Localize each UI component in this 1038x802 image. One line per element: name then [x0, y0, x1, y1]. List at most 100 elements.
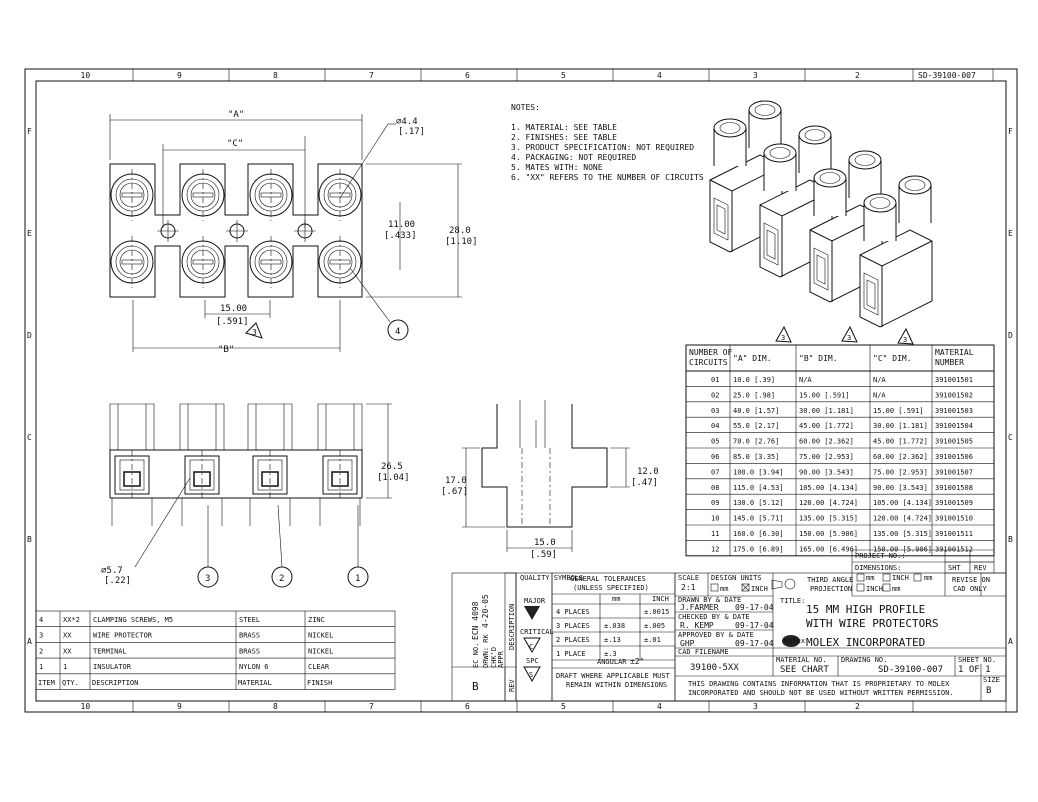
circuits-table-cell: 25.0 [.98] — [733, 391, 775, 399]
iso-protector-bore — [869, 197, 891, 209]
circuits-table-cell: 70.0 [2.76] — [733, 438, 779, 446]
third-angle-symbol — [784, 578, 796, 590]
circuits-table-cell: 11 — [711, 530, 719, 538]
bom-cell: STEEL — [239, 616, 260, 624]
bom-border — [35, 610, 396, 690]
third-angle-label: THIRD ANGLE — [807, 576, 853, 584]
dim-a-label: "A" — [228, 110, 244, 120]
tol-col-mm: mm — [612, 595, 620, 603]
circuits-table-cell: 105.00 [4.134] — [799, 484, 858, 492]
svg-text:INCH: INCH — [892, 574, 909, 582]
circuits-table-cell: 05 — [711, 438, 719, 446]
bom-cell: XX — [63, 647, 72, 655]
bottom-zone-label: 8 — [273, 702, 278, 711]
dim-17-in-label: [.67] — [441, 487, 468, 497]
bottom-zone-label: 6 — [465, 702, 470, 711]
iso-flag-3-label: 3 — [903, 336, 907, 344]
wire-protector-profile — [179, 403, 225, 450]
screw-hole-outer — [318, 240, 362, 284]
circuits-table-cell: 02 — [711, 391, 719, 399]
bom-cell: 1 — [63, 663, 67, 671]
item-balloon-label: 1 — [355, 574, 360, 584]
bottom-zone-label: 3 — [753, 702, 758, 711]
screw-hole-outer — [181, 240, 225, 284]
bom-cell: NICKEL — [308, 632, 333, 640]
unit-mm-checkbox — [710, 583, 719, 592]
bom-header: ITEM — [38, 679, 55, 687]
side-zone-right: B — [1008, 535, 1013, 544]
draft-note-1: DRAFT WHERE APPLICABLE MUST — [556, 672, 671, 680]
circuits-table-cell: 165.00 [6.496] — [799, 545, 858, 553]
circuits-table-cell: 391001509 — [935, 499, 973, 507]
circuits-table-cell: 115.0 [4.53] — [733, 484, 784, 492]
dim-15-side-in-label: [.59] — [530, 550, 557, 560]
dim-c-label: "C" — [227, 139, 243, 149]
side-zone-right: E — [1008, 229, 1013, 238]
rev-chkd: CHK'D — [490, 647, 498, 668]
bom-header: FINISH — [307, 679, 332, 687]
top-zone-label: 6 — [465, 71, 470, 80]
iso-protector-top — [763, 143, 797, 163]
bom-cell: INSULATOR — [93, 663, 132, 671]
iso-flag-3-label: 3 — [847, 334, 851, 342]
hole-dia-in-label: [.17] — [398, 127, 425, 137]
top-zone-label: 5 — [561, 71, 566, 80]
bom-cell: BRASS — [239, 632, 260, 640]
circuits-table-cell: 12 — [711, 545, 719, 553]
bom-cell: 4 — [39, 616, 43, 624]
size-label: SIZE — [983, 676, 1000, 684]
circuits-table-cell: N/A — [873, 391, 886, 399]
filename-label: CAD FILENAME — [678, 648, 729, 656]
circuits-table-cell: 391001502 — [935, 391, 973, 399]
side-zone-left: C — [27, 433, 32, 442]
screw-hole-outer — [110, 240, 154, 284]
side-zone-left: B — [27, 535, 32, 544]
tol-places: 4 PLACES — [556, 608, 590, 616]
spc-label: SPC — [526, 657, 539, 665]
bom-cell: CLAMPING SCREWS, M5 — [93, 616, 173, 624]
iso-protector-top — [748, 100, 782, 120]
circuits-table-cell: 10 — [711, 515, 719, 523]
item-balloon-label: 3 — [205, 574, 210, 584]
iso-protector-bore — [804, 129, 826, 141]
side-zone-right: D — [1008, 331, 1013, 340]
bom-cell: NYLON 6 — [239, 663, 269, 671]
iso-wire-entry — [713, 197, 729, 241]
material-label: MATERIAL NO. — [776, 656, 827, 664]
tol-col-inch: INCH — [652, 595, 669, 603]
tol-mm: ±.038 — [604, 622, 625, 630]
molex-logo — [782, 635, 800, 647]
circuits-table-cell: 10.0 [.39] — [733, 376, 775, 384]
checked-label: CHECKED BY & DATE — [678, 613, 750, 621]
iso-flag-3 — [775, 325, 792, 343]
note-item: 6. "XX" REFERS TO THE NUMBER OF CIRCUITS — [511, 173, 704, 182]
rev-appr: APPR — [497, 650, 505, 668]
dia-57-label: ∅5.7 — [101, 566, 123, 576]
bom-cell: XX — [63, 632, 72, 640]
bottom-zone-label: 2 — [855, 702, 860, 711]
screw-hole-outer — [249, 240, 293, 284]
circuits-table-cell: N/A — [873, 376, 886, 384]
screw-hole-outer — [249, 173, 293, 217]
critical-symbol — [523, 637, 541, 654]
side-zone-right: A — [1008, 637, 1013, 646]
circuits-table-cell: 06 — [711, 453, 719, 461]
unit-inch-label: INCH — [751, 585, 768, 593]
circuits-table-cell: 100.0 [3.94] — [733, 468, 784, 476]
top-doc-number: SD-39100-007 — [918, 71, 976, 80]
circuits-table-cell: 75.00 [2.953] — [799, 453, 854, 461]
circuits-table-cell: 135.00 [5.315] — [873, 530, 932, 538]
approved-label: APPROVED BY & DATE — [678, 631, 754, 639]
circuits-table-cell: 391001504 — [935, 422, 973, 430]
approved-date: 09-17-04 — [735, 639, 774, 648]
iso-protector-top — [898, 175, 932, 195]
iso-wire-entry-inner — [716, 204, 726, 235]
note-item: 1. MATERIAL: SEE TABLE — [511, 123, 617, 132]
circuits-table-cell: 75.00 [2.953] — [873, 468, 928, 476]
